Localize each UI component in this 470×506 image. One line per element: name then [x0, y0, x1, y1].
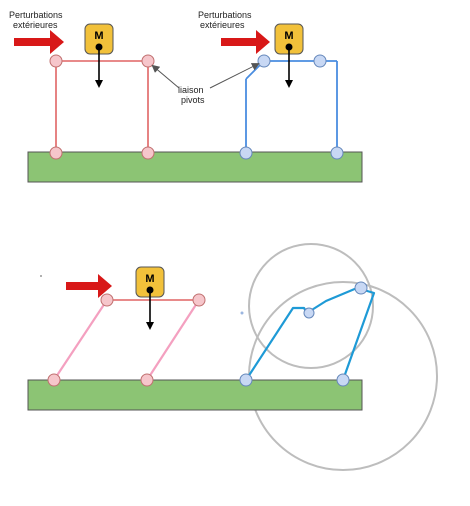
- liaison-pointer-left: [151, 64, 180, 89]
- pivot-joint: [100, 293, 114, 307]
- pivot-joint: [354, 281, 368, 295]
- small-marker-dot: [40, 275, 42, 277]
- mass-label: M: [145, 273, 154, 285]
- pivot-joint: [49, 146, 63, 160]
- cyan-linkage-pivots: [239, 281, 368, 387]
- perturbation-label-right-1: Perturbations: [198, 10, 252, 20]
- perturbation-label-right-2: extérieures: [200, 20, 245, 30]
- perturbation-arrow-right: [221, 30, 270, 54]
- pivot-joint: [330, 146, 344, 160]
- ground-bottom: [27, 379, 363, 411]
- liaison-pointer-right: [209, 63, 260, 89]
- pivot-joint: [192, 293, 206, 307]
- pivot-joint: [140, 373, 154, 387]
- pivot-joint: [303, 307, 315, 319]
- pivot-joint: [239, 146, 253, 160]
- red-frame: [55, 60, 149, 153]
- perturbation-label-left-2: extérieures: [13, 20, 58, 30]
- pivot-joint: [257, 54, 271, 68]
- pink-frame: [53, 299, 200, 381]
- small-marker-dot: [240, 311, 244, 315]
- mass-label: M: [284, 30, 293, 42]
- pivot-joint: [49, 54, 63, 68]
- small-trajectory-circle: [248, 243, 374, 369]
- pivot-joint: [141, 54, 155, 68]
- ground-top: [27, 151, 363, 183]
- liaison-label-1: liaison: [178, 85, 204, 95]
- blue-frame: [245, 60, 338, 153]
- red-frame-pivots: [49, 54, 155, 160]
- trajectory-circles: [248, 243, 438, 471]
- pink-frame-pivots: [47, 293, 206, 387]
- pivot-joint: [313, 54, 327, 68]
- pivot-joint: [141, 146, 155, 160]
- mass-label: M: [94, 30, 103, 42]
- pivot-joint: [47, 373, 61, 387]
- pivot-joint: [336, 373, 350, 387]
- pivot-joint: [239, 373, 253, 387]
- perturbation-arrow-bottom: [66, 274, 112, 298]
- blue-frame-pivots: [239, 54, 344, 160]
- liaison-label-2: pivots: [181, 95, 205, 105]
- perturbation-label-left-1: Perturbations: [9, 10, 63, 20]
- perturbation-arrow-left: [14, 30, 64, 54]
- cyan-linkage: [245, 286, 376, 381]
